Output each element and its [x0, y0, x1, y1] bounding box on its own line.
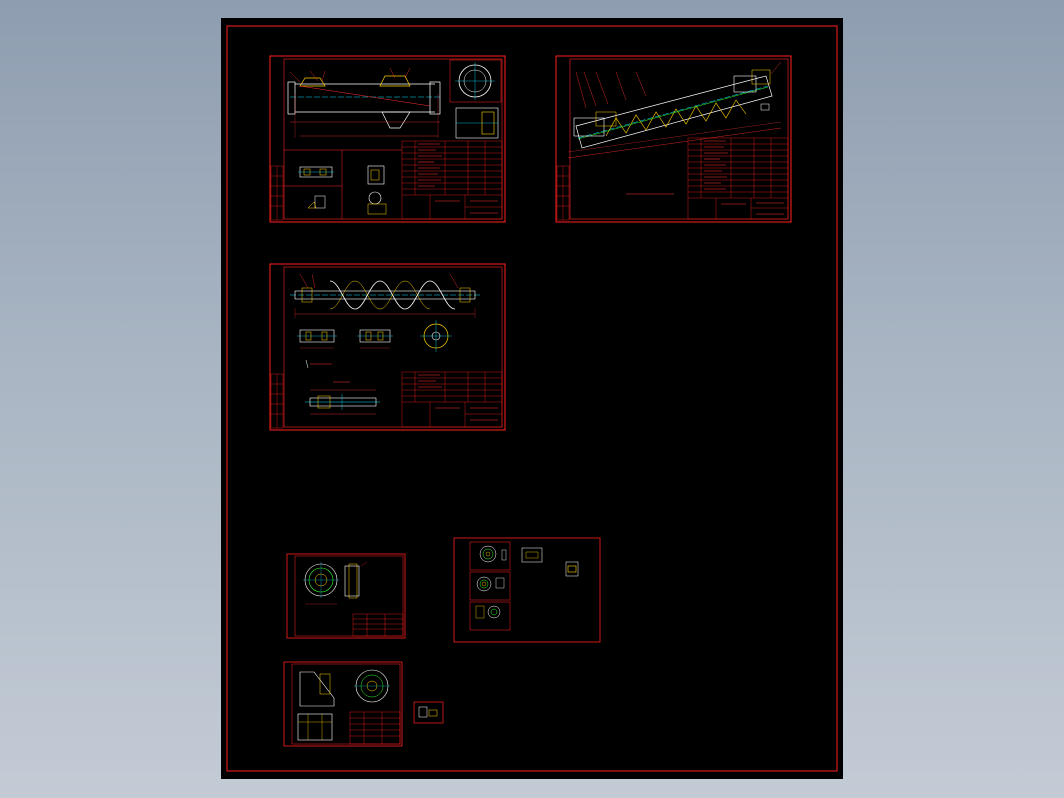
sheet-border — [269, 55, 506, 223]
sheet-border — [413, 701, 444, 724]
parts-views — [469, 541, 579, 631]
small-part-view — [418, 706, 438, 718]
sheet-support-bracket[interactable] — [283, 661, 403, 747]
housing-bom-text — [418, 143, 498, 214]
sheet-border — [283, 661, 403, 747]
flange-views — [303, 561, 368, 605]
bracket-title-block — [349, 711, 401, 745]
shaft-end-details — [297, 320, 452, 369]
sheet-inner-frame — [283, 266, 503, 428]
assembly-bom-table — [687, 137, 789, 220]
sheet-inner-frame — [283, 58, 503, 220]
sheet-screw-shaft[interactable] — [269, 263, 506, 431]
shaft-bom-text — [418, 374, 498, 421]
sheet-inner-frame — [291, 663, 401, 745]
outer-border — [226, 25, 838, 772]
stamp-column — [556, 165, 570, 221]
sheet-multi-parts[interactable] — [453, 537, 601, 643]
housing-bom-table — [401, 140, 503, 220]
screw-shaft-main-view — [290, 273, 480, 318]
stamp-column — [270, 165, 284, 221]
bracket-views — [297, 669, 390, 741]
sheet-housing-assembly[interactable] — [269, 55, 506, 223]
shaft-bom-table — [401, 371, 503, 428]
cad-drawing-svg — [226, 25, 838, 772]
sheet-border — [269, 263, 506, 431]
assembly-bom-text — [704, 140, 784, 215]
cad-model-space[interactable] — [221, 18, 843, 779]
sheet-border — [286, 553, 406, 639]
sheet-small-part[interactable] — [413, 701, 444, 724]
inclined-conveyor-view — [567, 61, 782, 159]
stamp-column — [270, 373, 284, 429]
sheet-border — [453, 537, 601, 643]
sheet-bearing-flange[interactable] — [286, 553, 406, 639]
sheet-general-assembly[interactable] — [555, 55, 792, 223]
housing-main-view — [287, 67, 441, 138]
housing-detail-views — [284, 149, 402, 219]
sheet-border — [555, 55, 792, 223]
shaft-long-view — [305, 381, 380, 415]
flange-title-block — [352, 613, 404, 637]
sheet-inner-frame — [294, 555, 404, 637]
housing-section-view — [449, 59, 502, 139]
sheet-inner-frame — [569, 58, 789, 220]
